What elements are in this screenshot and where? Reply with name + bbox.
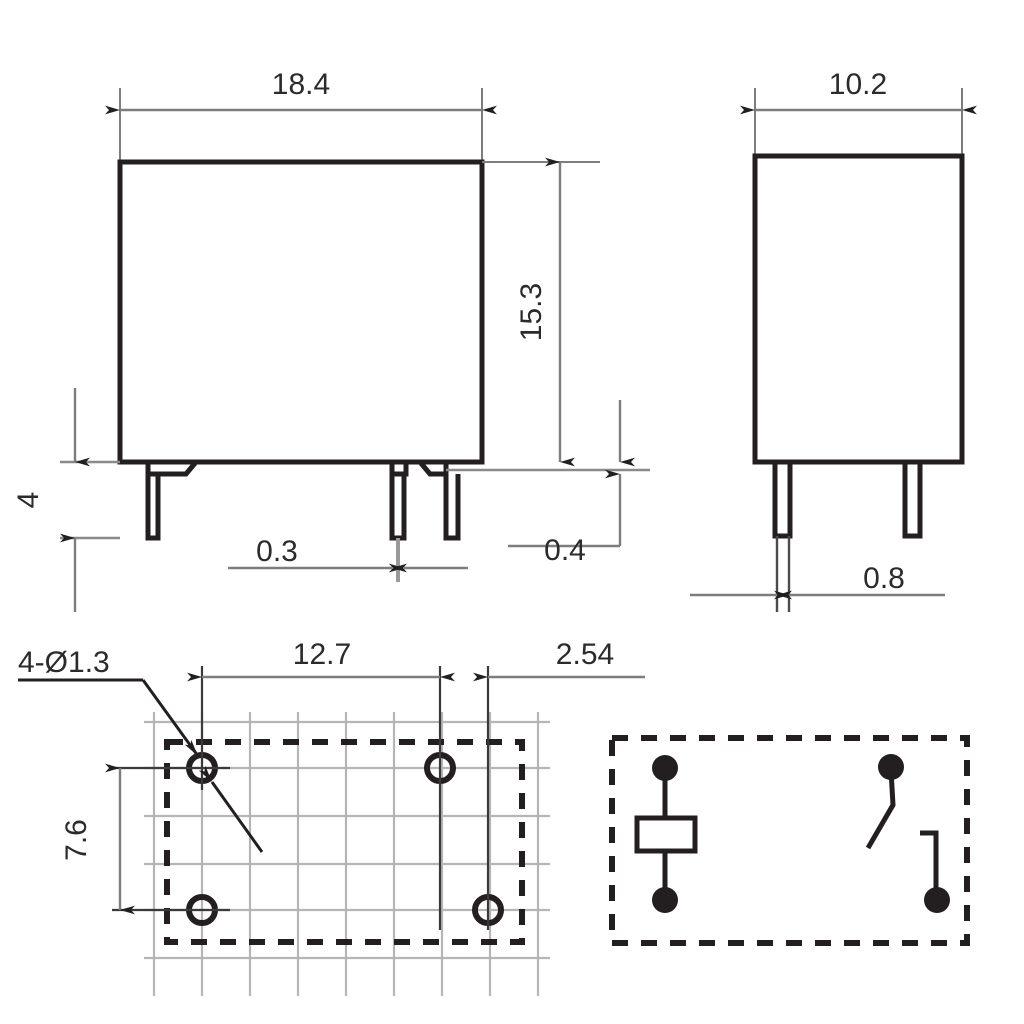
dimension-label-10-2: 10.2 xyxy=(829,68,887,101)
front-view-body-outline xyxy=(117,159,485,465)
dimension-label-0-8: 0.8 xyxy=(863,562,905,595)
contact-blade xyxy=(865,769,896,850)
coil-rectangle xyxy=(634,815,698,854)
dimension-flange-thickness-0-4 xyxy=(508,400,635,548)
dimension-label-15-3: 15.3 xyxy=(515,283,548,341)
dimension-label-7-6: 7.6 xyxy=(60,819,93,861)
dimension-label-4: 4 xyxy=(12,492,45,509)
dimension-label-0-4: 0.4 xyxy=(544,534,586,567)
leader-hole-callout xyxy=(18,678,264,853)
side-view xyxy=(690,88,977,612)
dimension-label-2-54: 2.54 xyxy=(556,638,614,671)
side-view-pin-tails xyxy=(775,536,791,612)
front-view xyxy=(60,88,650,612)
coil-terminal-bottom xyxy=(652,887,678,913)
schematic-contact-branch xyxy=(865,754,950,913)
dimension-label-4-dia-1-3: 4-Ø1.3 xyxy=(18,646,110,679)
front-view-extension-lines xyxy=(119,88,483,168)
side-view-extension-lines xyxy=(754,88,963,162)
dimension-label-18-4: 18.4 xyxy=(272,68,330,101)
footprint-view xyxy=(18,666,645,996)
contact-no-lead xyxy=(920,830,939,897)
schematic-coil-branch xyxy=(634,755,698,913)
contact-common-terminal xyxy=(878,754,904,780)
schematic-enclosure xyxy=(609,735,970,946)
side-view-pins xyxy=(772,462,923,539)
footprint-body-outline xyxy=(164,739,525,945)
dimension-label-0-3: 0.3 xyxy=(256,535,298,568)
contact-no-terminal xyxy=(924,887,950,913)
front-view-flange xyxy=(120,459,482,477)
side-view-body-outline xyxy=(752,153,965,465)
dimension-label-12-7: 12.7 xyxy=(293,638,351,671)
front-view-pins xyxy=(145,474,461,541)
dimension-height-15-3 xyxy=(482,157,600,467)
schematic-view xyxy=(609,735,970,946)
